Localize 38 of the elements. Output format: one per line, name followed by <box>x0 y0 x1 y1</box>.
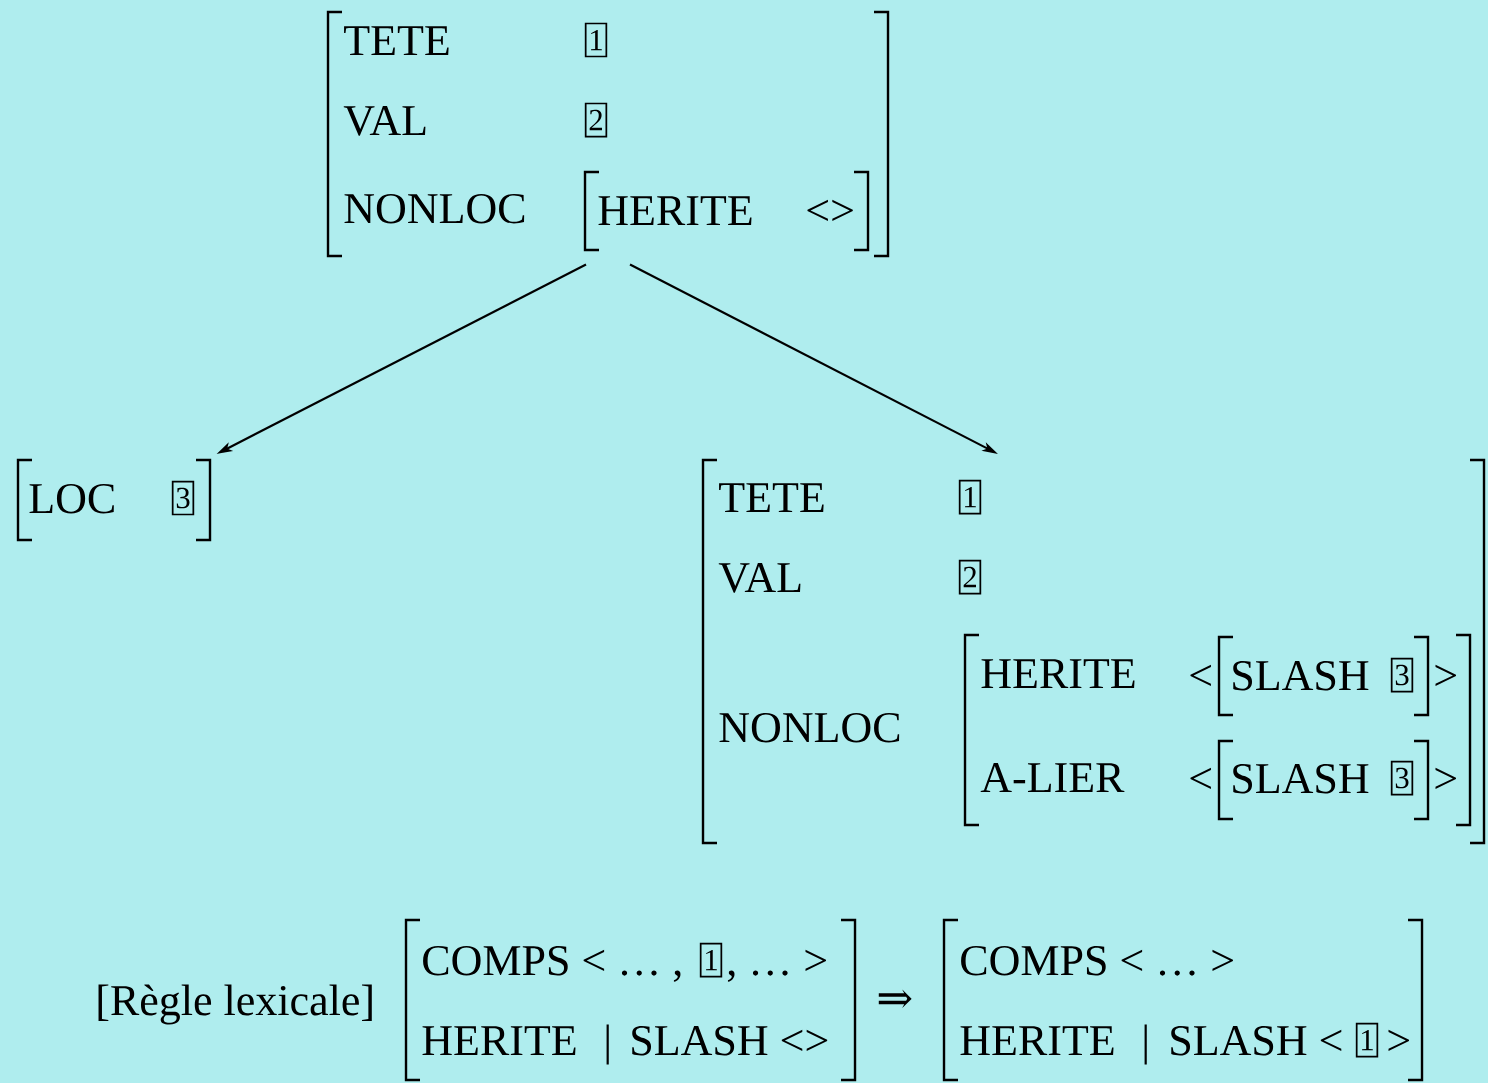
feature-label: <> <box>807 199 853 221</box>
feature-label: COMPS < … , <box>423 945 681 982</box>
feature-label: | <box>606 1024 609 1065</box>
tag-box: 2 <box>958 559 982 595</box>
feature-label: HERITE <box>960 1026 1114 1055</box>
tag-box: 3 <box>1390 760 1414 796</box>
feature-label: [Règle lexicale] <box>98 984 372 1025</box>
feature-label: HERITE <box>422 1026 576 1055</box>
tag-box: 1 <box>584 22 608 58</box>
feature-label: COMPS < … > <box>961 945 1233 976</box>
feature-label: A-LIER <box>980 762 1125 792</box>
implication-arrow: ⇒ <box>878 989 912 1008</box>
feature-label: SLASH < <box>1171 1025 1342 1056</box>
tag-box: 1 <box>699 942 723 978</box>
feature-label: TETE <box>719 483 824 512</box>
feature-label: , … > <box>727 949 826 982</box>
feature-label: VAL <box>718 562 801 593</box>
feature-label: VAL <box>343 105 426 136</box>
feature-label: SLASH <box>1233 763 1369 794</box>
feature-label: NONLOC <box>719 712 900 743</box>
feature-label: HERITE <box>598 196 752 225</box>
feature-label: < <box>1190 664 1211 686</box>
feature-label: LOC <box>29 483 114 514</box>
feature-label: HERITE <box>981 659 1135 688</box>
feature-label: > <box>1435 664 1456 686</box>
feature-label: SLASH <> <box>632 1025 828 1056</box>
tag-box: 3 <box>1390 657 1414 693</box>
feature-label: | <box>1144 1024 1147 1065</box>
feature-label: SLASH <box>1233 660 1369 691</box>
feature-label: < <box>1190 767 1211 789</box>
feature-label: TETE <box>344 26 449 55</box>
tag-box: 3 <box>171 480 195 516</box>
tag-box: 1 <box>1355 1022 1379 1058</box>
feature-label: NONLOC <box>344 193 525 224</box>
tag-box: 2 <box>584 102 608 138</box>
feature-label: > <box>1388 1029 1409 1051</box>
tag-box: 1 <box>958 479 982 515</box>
feature-label: > <box>1435 767 1456 789</box>
